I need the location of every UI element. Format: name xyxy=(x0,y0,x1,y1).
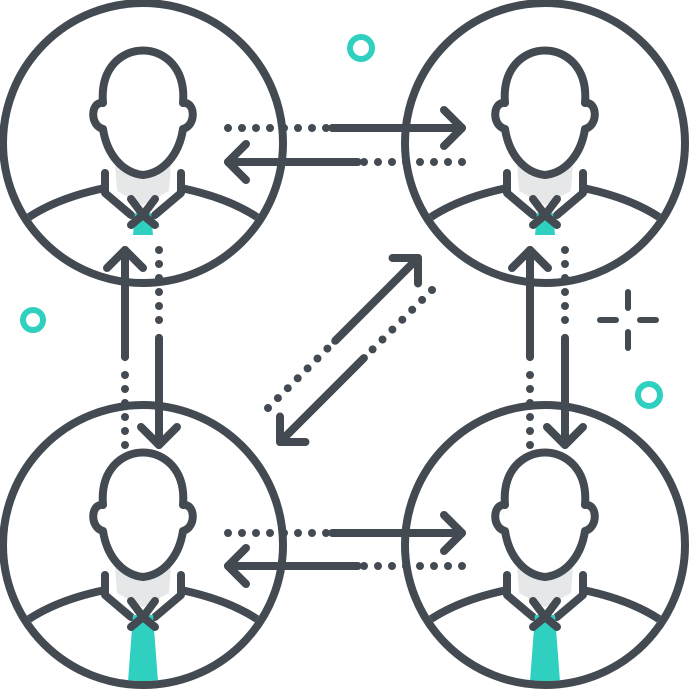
person-bottom-right xyxy=(401,401,689,689)
tie-knot xyxy=(529,195,561,229)
avatar-circle-outline xyxy=(0,0,287,287)
arrow-left-top-to-bottom xyxy=(137,246,181,449)
head xyxy=(491,46,599,179)
arrow-dotted-part xyxy=(264,341,335,412)
head xyxy=(89,448,197,581)
avatar-body xyxy=(7,46,279,257)
person-top-left xyxy=(0,0,287,287)
small-ring-decoration xyxy=(347,34,375,62)
person-bottom-left xyxy=(0,401,287,689)
arrow-dotted-part xyxy=(364,286,436,358)
avatar-circle-outline xyxy=(401,0,689,287)
arrows-layer xyxy=(103,106,587,588)
tie-knot xyxy=(127,597,159,631)
collar xyxy=(101,571,185,621)
arrow-head xyxy=(440,106,466,150)
decorations-layer xyxy=(20,34,663,409)
arrow-diagonal-up xyxy=(264,254,422,412)
collar xyxy=(503,169,587,219)
arrow-head xyxy=(543,423,587,449)
head xyxy=(89,46,197,179)
arrow-top-right-to-left xyxy=(224,140,466,184)
avatar-body xyxy=(409,46,681,257)
arrow-head xyxy=(276,412,310,446)
arrow-solid-part xyxy=(331,254,422,345)
shoulders xyxy=(7,586,279,659)
tie-knot xyxy=(127,195,159,229)
arrow-head xyxy=(440,511,466,555)
collar xyxy=(101,169,185,219)
avatar-circle-outline xyxy=(401,401,689,689)
arrow-head xyxy=(224,140,250,184)
head xyxy=(491,448,599,581)
arrow-diagonal-down xyxy=(276,286,436,446)
arrow-left-bottom-to-top xyxy=(103,246,147,449)
arrow-top-left-to-right xyxy=(224,106,466,150)
person-top-right xyxy=(401,0,689,287)
tie-knot xyxy=(529,597,561,631)
arrow-head xyxy=(103,246,147,272)
arrow-bottom-right-to-left xyxy=(224,544,466,588)
arrow-head xyxy=(388,254,422,288)
arrow-solid-part xyxy=(276,354,368,446)
tie-accent xyxy=(529,615,561,681)
avatar-body xyxy=(409,448,681,681)
arrow-bottom-left-to-right xyxy=(224,511,466,555)
tie-accent xyxy=(127,615,159,681)
shoulders xyxy=(7,184,279,257)
small-ring-decoration xyxy=(635,381,663,409)
arrow-head xyxy=(224,544,250,588)
avatar-circle-outline xyxy=(0,401,287,689)
shoulders xyxy=(409,586,681,659)
avatar-body xyxy=(7,448,279,681)
arrow-head xyxy=(137,423,181,449)
shoulders xyxy=(409,184,681,257)
arrow-right-top-to-bottom xyxy=(543,246,587,449)
collar xyxy=(503,571,587,621)
arrow-head xyxy=(508,246,552,272)
sparkle-decoration xyxy=(597,289,659,351)
small-ring-decoration xyxy=(20,307,46,333)
arrow-right-bottom-to-top xyxy=(508,246,552,449)
